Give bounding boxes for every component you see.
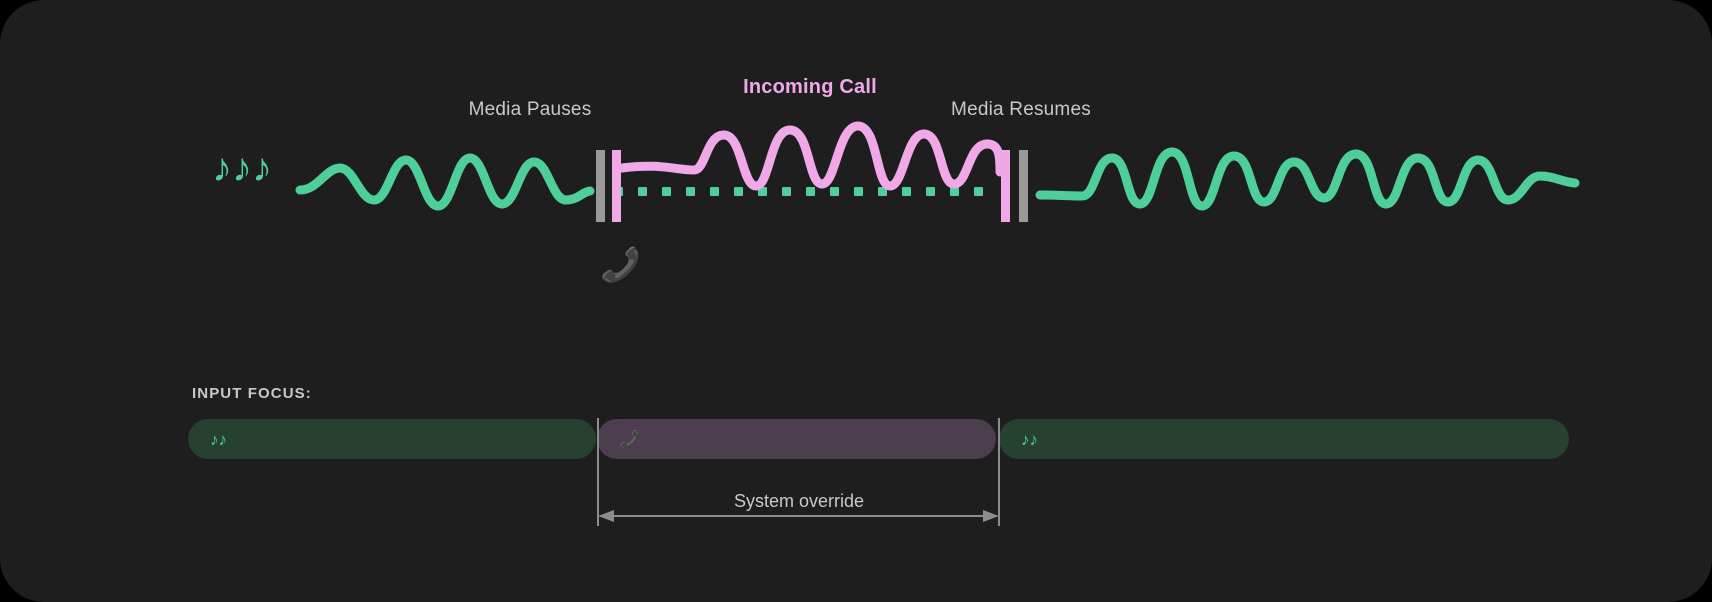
input-focus-section: INPUT FOCUS: ♪♪ 📞 ♪♪ System override xyxy=(0,330,1712,602)
music-notes-icon: ♪♪ xyxy=(210,429,227,449)
label-incoming-call: Incoming Call xyxy=(743,76,877,98)
override-span-graphic xyxy=(597,418,1000,526)
phone-icon: 📞 xyxy=(600,246,642,283)
audio-timeline: ♪♪♪ 📞 Media Pauses Incoming Call Media R… xyxy=(212,76,1580,283)
media-resume-marker-gray xyxy=(1019,150,1028,222)
focus-track-media-before[interactable]: ♪♪ xyxy=(188,419,596,459)
input-focus-title: INPUT FOCUS: xyxy=(192,385,312,402)
focus-track-call-override[interactable]: 📞 xyxy=(597,419,996,459)
focus-track-media-after[interactable]: ♪♪ xyxy=(999,419,1569,459)
media-wave-before xyxy=(295,153,595,211)
media-muted-dotted-baseline xyxy=(614,187,983,196)
system-override-label: System override xyxy=(733,491,865,511)
override-arrow-head-left xyxy=(598,510,614,522)
media-resume-marker-pink xyxy=(1001,150,1010,222)
media-pause-marker-gray xyxy=(596,150,605,222)
override-arrow-head-right xyxy=(983,510,999,522)
music-notes-icon: ♪♪ xyxy=(1021,429,1038,449)
media-wave-after xyxy=(1035,147,1580,211)
label-media-pauses: Media Pauses xyxy=(468,99,592,120)
waveform-graphic xyxy=(295,121,1580,222)
label-media-resumes: Media Resumes xyxy=(951,99,1091,120)
call-wave xyxy=(617,121,1005,191)
music-notes-icon: ♪♪♪ xyxy=(212,146,272,190)
media-pause-marker-pink xyxy=(612,150,621,222)
